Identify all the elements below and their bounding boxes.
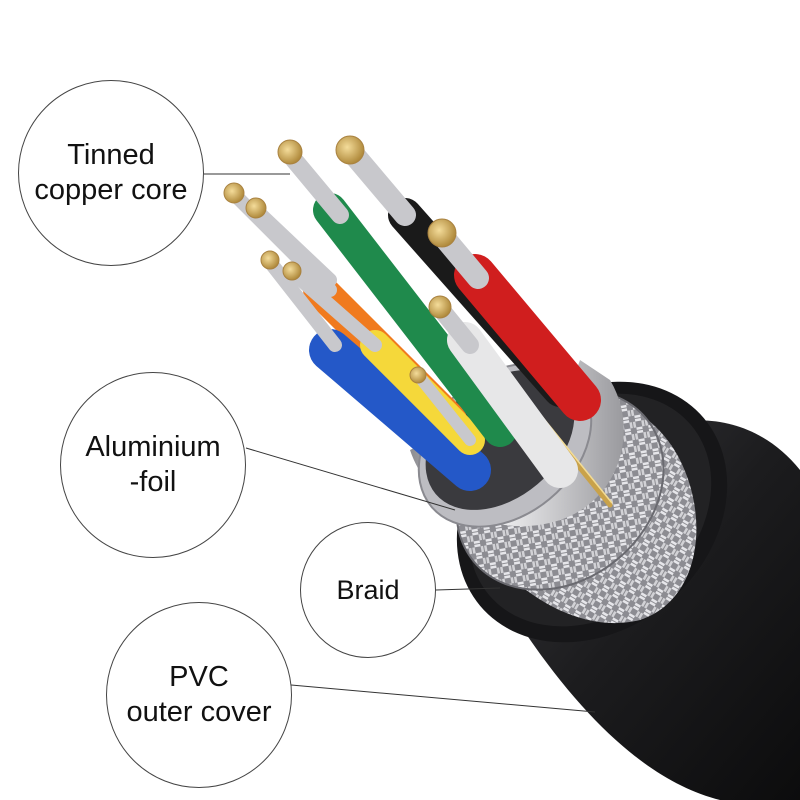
callout-line: -foil: [129, 466, 177, 498]
wire-green: [313, 193, 517, 447]
callout-text: Braid: [336, 574, 399, 606]
copper-conductors: [223, 135, 489, 446]
leader-foil: [245, 447, 456, 511]
wire-blue: [309, 329, 491, 491]
callout-line: Aluminium: [85, 431, 221, 464]
leader-lines: [204, 173, 596, 713]
callout-line: outer cover: [126, 696, 272, 728]
callout-line: PVC: [169, 661, 229, 694]
callout-text: Tinned copper core: [34, 138, 187, 208]
callout-text: Aluminium -foil: [85, 430, 220, 500]
callout-text: PVC outer cover: [126, 660, 271, 730]
callout-line: Tinned: [67, 139, 155, 172]
callout-line: Braid: [336, 574, 400, 605]
wire-red: [454, 254, 601, 421]
callout-tinned-copper-core: Tinned copper core: [18, 80, 204, 266]
callout-braid: Braid: [300, 522, 436, 658]
callout-aluminium-foil: Aluminium -foil: [60, 372, 246, 558]
callout-line: copper core: [34, 174, 188, 206]
leader-braid: [435, 587, 501, 591]
callout-pvc-outer-cover: PVC outer cover: [106, 602, 292, 788]
wire-white: [447, 322, 578, 488]
leader-pvc: [279, 683, 596, 713]
